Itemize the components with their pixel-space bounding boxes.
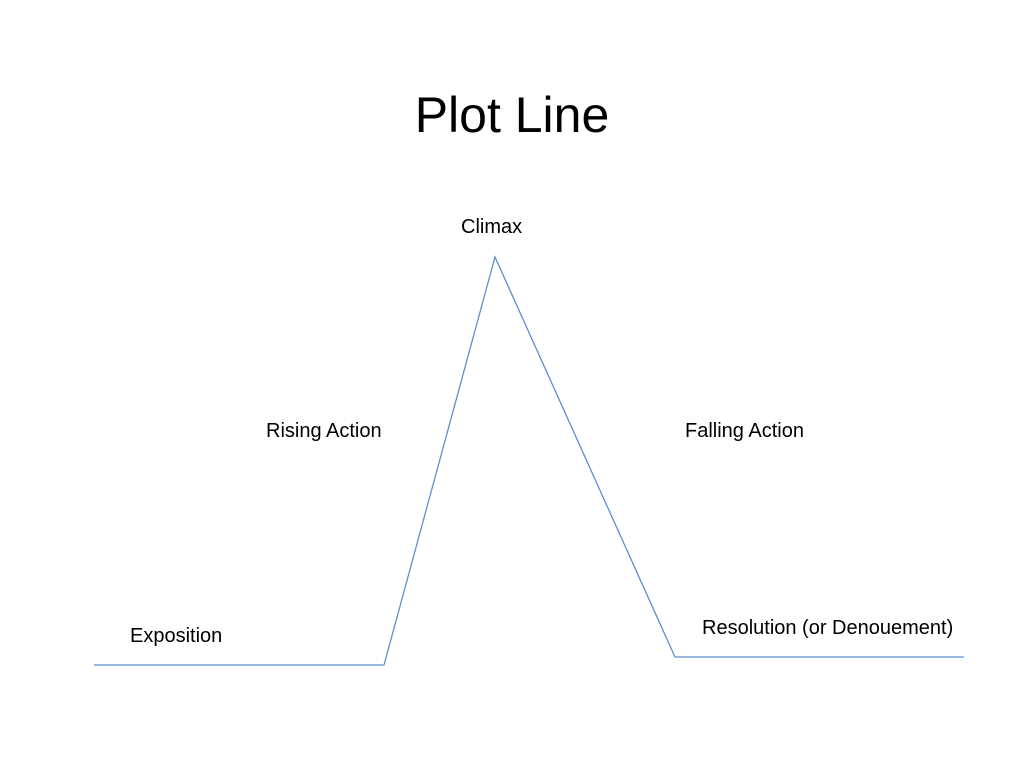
slide-title: Plot Line <box>414 87 610 143</box>
resolution-label: Resolution (or Denouement) <box>702 617 954 639</box>
exposition-label: Exposition <box>130 625 223 647</box>
climax-label: Climax <box>461 216 523 238</box>
falling-action-label: Falling Action <box>685 420 804 442</box>
rising-action-label: Rising Action <box>266 420 382 442</box>
plot-line-path <box>94 255 964 666</box>
